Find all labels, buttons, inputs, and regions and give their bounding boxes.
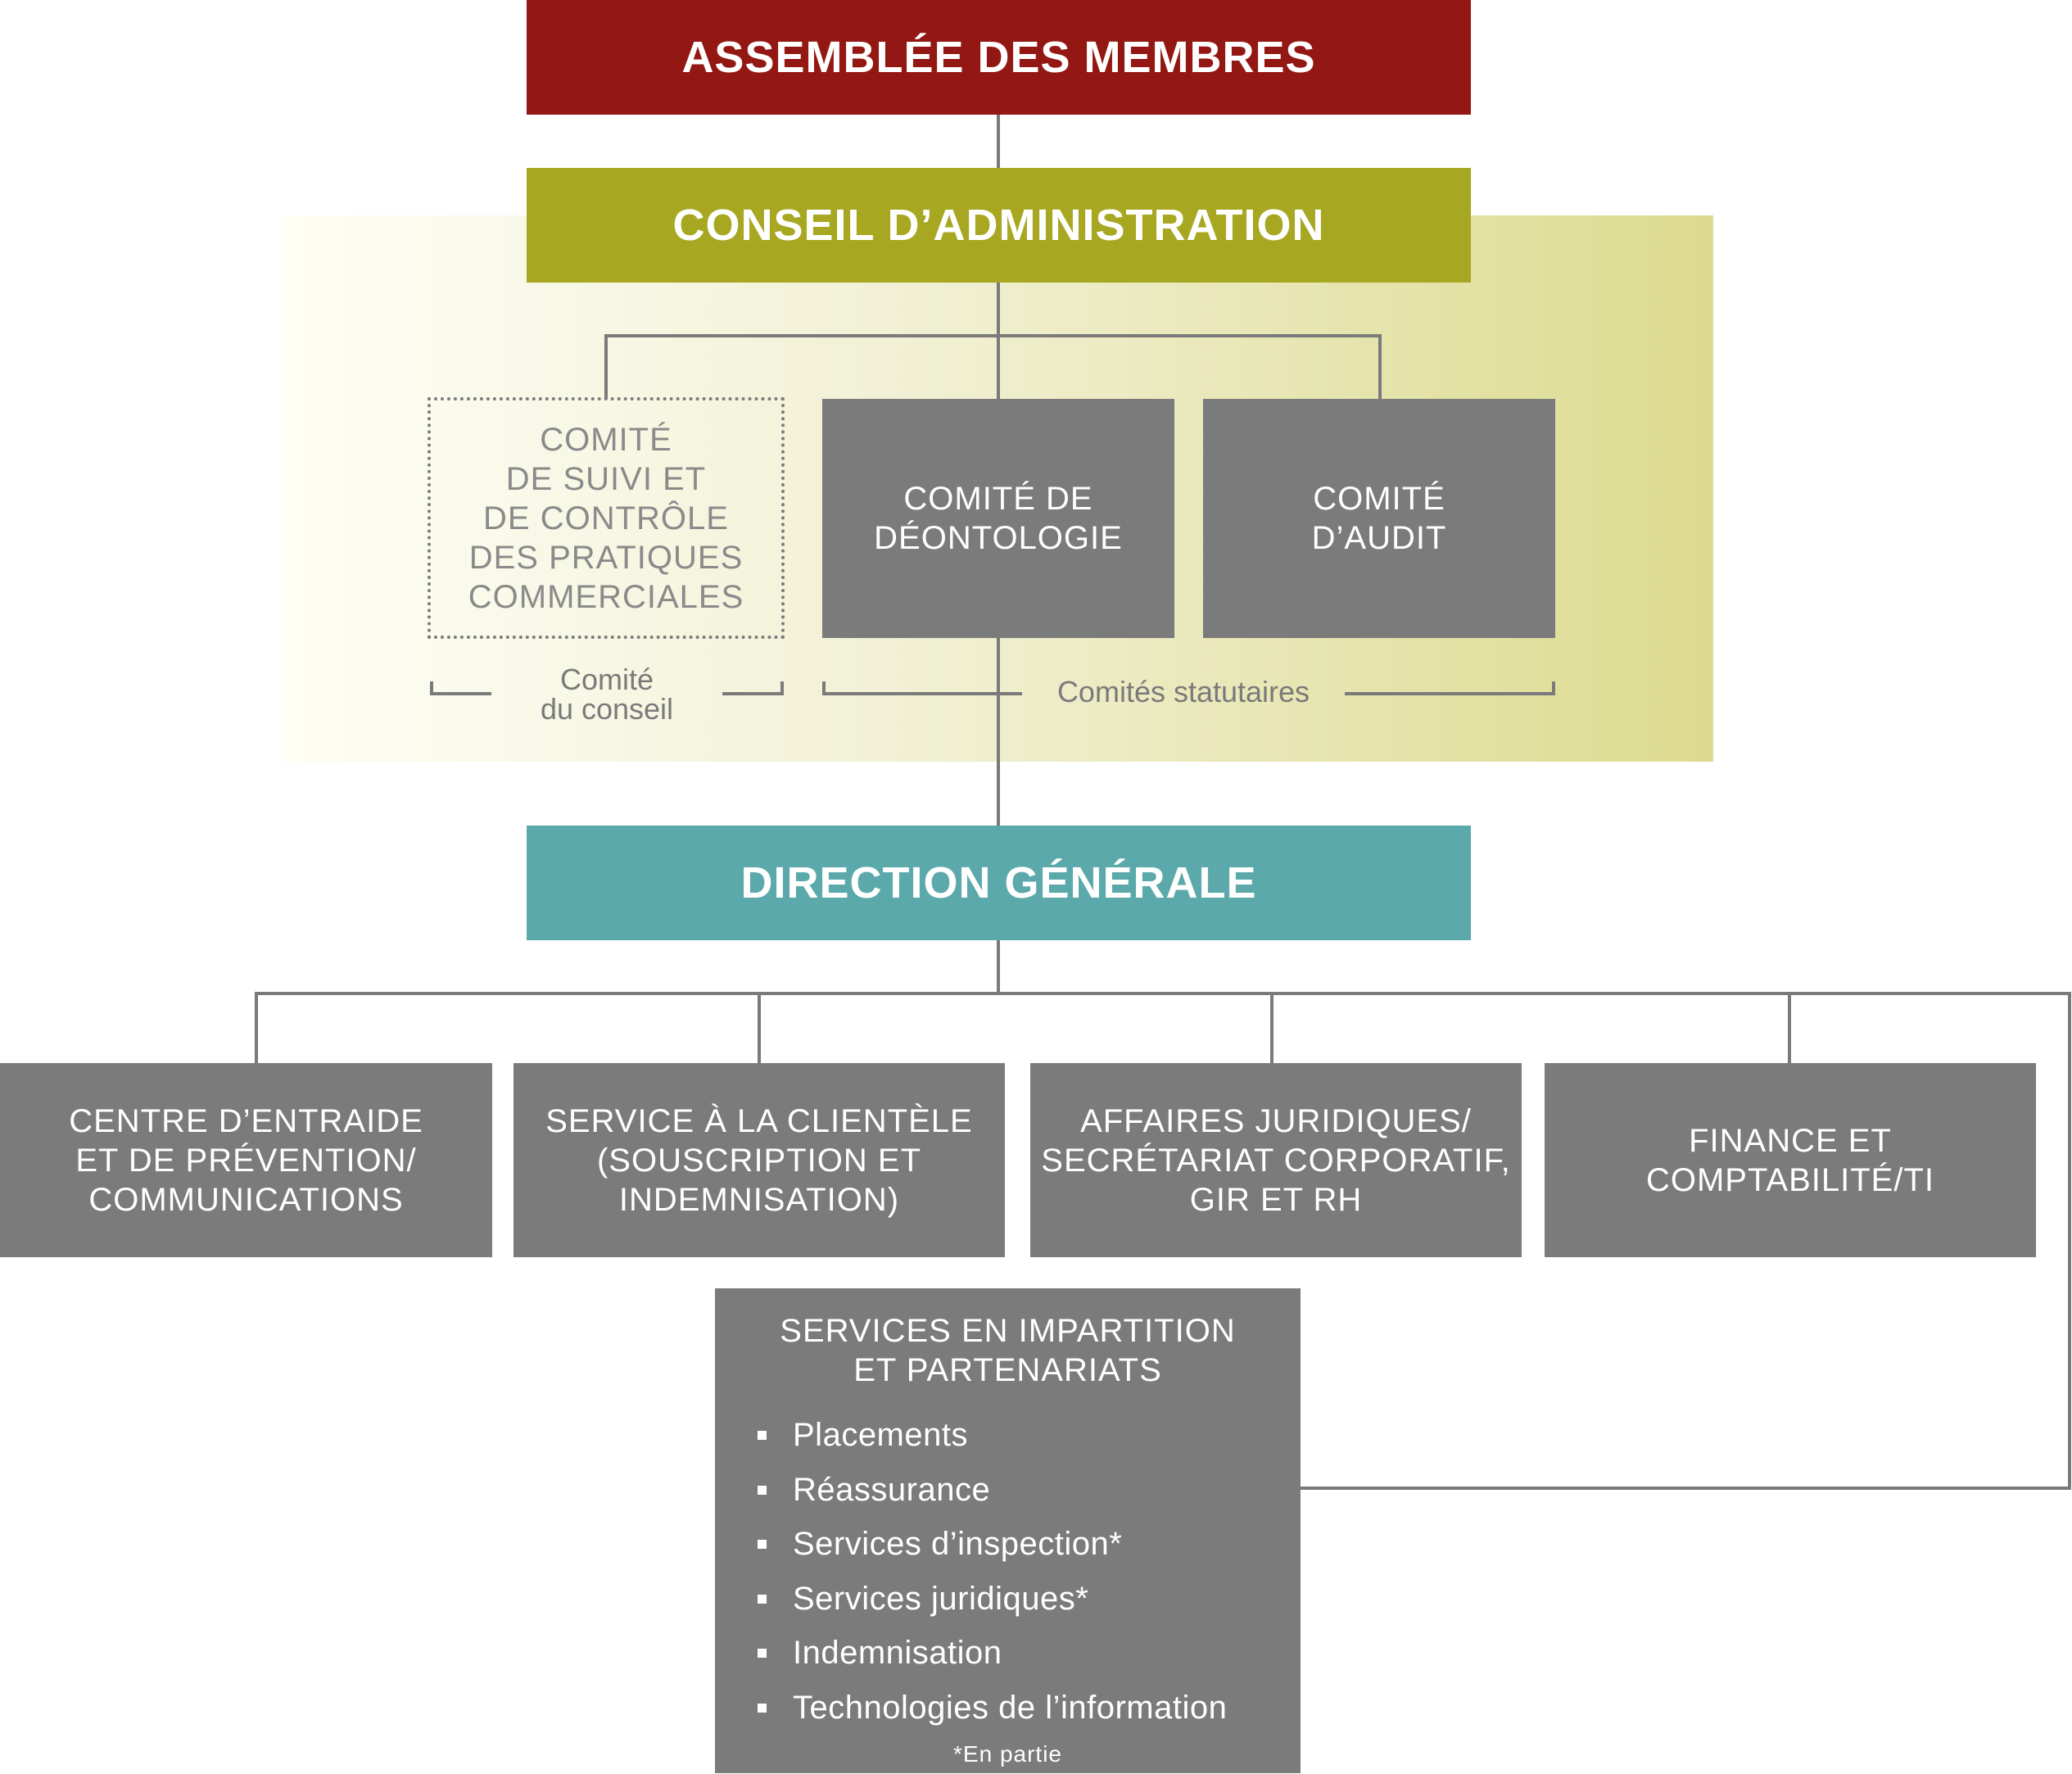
square-bullet-icon	[758, 1485, 767, 1495]
affaires-line: SECRÉTARIAT CORPORATIF,	[1041, 1142, 1511, 1179]
service-line: (SOUSCRIPTION ET	[596, 1142, 922, 1179]
direction-label: DIRECTION GÉNÉRALE	[740, 858, 1257, 907]
comite-deontologie-box: COMITÉ DE DÉONTOLOGIE	[822, 399, 1174, 638]
list-item: Services juridiques*	[715, 1572, 1301, 1627]
finance-line: FINANCE ET	[1689, 1122, 1892, 1159]
service-line: INDEMNISATION)	[618, 1181, 900, 1218]
affaires-line: AFFAIRES JURIDIQUES/	[1080, 1102, 1472, 1139]
square-bullet-icon	[758, 1649, 767, 1658]
footnote-en-partie: *En partie	[953, 1741, 1062, 1767]
centre-entraide-box: CENTRE D’ENTRAIDE ET DE PRÉVENTION/ COMM…	[0, 1063, 492, 1257]
square-bullet-icon	[758, 1431, 767, 1440]
affaires-line: GIR ET RH	[1189, 1181, 1363, 1218]
bracket-statutaires-right	[1345, 681, 1555, 695]
list-item: Technologies de l’information	[715, 1681, 1301, 1736]
comite-suivi-box: COMITÉ DE SUIVI ET DE CONTRÔLE DES PRATI…	[428, 397, 785, 639]
list-item: Placements	[715, 1408, 1301, 1463]
conseil-administration-box: CONSEIL D’ADMINISTRATION	[527, 168, 1471, 283]
service-clientele-box: SERVICE À LA CLIENTÈLE (SOUSCRIPTION ET …	[513, 1063, 1005, 1257]
comites-statutaires-label: Comités statutaires	[1022, 677, 1345, 707]
comite-suivi-line: COMITÉ	[540, 421, 672, 458]
impartition-list: Placements Réassurance Services d’inspec…	[715, 1408, 1301, 1735]
centre-line: ET DE PRÉVENTION/	[75, 1142, 417, 1179]
list-item-label: Services d’inspection*	[793, 1526, 1123, 1562]
conseil-label: CONSEIL D’ADMINISTRATION	[672, 201, 1325, 250]
comite-audit-line: D’AUDIT	[1311, 520, 1447, 556]
comite-audit-box: COMITÉ D’AUDIT	[1203, 399, 1555, 638]
service-line: SERVICE À LA CLIENTÈLE	[545, 1102, 973, 1139]
comite-suivi-line: DE CONTRÔLE	[483, 500, 729, 536]
list-item-label: Services juridiques*	[793, 1580, 1089, 1617]
impartition-title-line: ET PARTENARIATS	[853, 1352, 1162, 1388]
centre-line: CENTRE D’ENTRAIDE	[69, 1102, 423, 1139]
comite-suivi-line: COMMERCIALES	[468, 578, 744, 615]
assemblee-des-membres-box: ASSEMBLÉE DES MEMBRES	[527, 0, 1471, 115]
connector-committees	[604, 334, 1382, 399]
comite-suivi-line: DE SUIVI ET	[505, 460, 707, 497]
bracket-conseil-right	[722, 681, 784, 695]
direction-generale-box: DIRECTION GÉNÉRALE	[527, 826, 1471, 940]
square-bullet-icon	[758, 1540, 767, 1549]
list-item: Indemnisation	[715, 1626, 1301, 1681]
list-item-label: Technologies de l’information	[793, 1689, 1228, 1726]
comites-statutaires-text: Comités statutaires	[1056, 675, 1310, 708]
finance-comptabilite-box: FINANCE ET COMPTABILITÉ/TI	[1545, 1063, 2036, 1257]
comite-du-conseil-line: du conseil	[540, 692, 674, 726]
impartition-title-line: SERVICES EN IMPARTITION	[780, 1313, 1236, 1349]
connector-departments	[255, 992, 2071, 1490]
square-bullet-icon	[758, 1703, 767, 1713]
comite-audit-line: COMITÉ	[1313, 481, 1445, 517]
list-item-label: Réassurance	[793, 1471, 991, 1508]
finance-line: COMPTABILITÉ/TI	[1645, 1161, 1935, 1198]
comite-deontologie-line: COMITÉ DE	[903, 481, 1093, 517]
assemblee-label: ASSEMBLÉE DES MEMBRES	[681, 33, 1316, 82]
list-item-label: Placements	[793, 1417, 968, 1453]
comite-du-conseil-line: Comité	[559, 663, 654, 696]
comite-du-conseil-label: Comité du conseil	[491, 665, 722, 724]
services-impartition-box: SERVICES EN IMPARTITION ET PARTENARIATS …	[715, 1288, 1301, 1773]
comite-deontologie-line: DÉONTOLOGIE	[874, 520, 1123, 556]
centre-line: COMMUNICATIONS	[88, 1181, 404, 1218]
square-bullet-icon	[758, 1594, 767, 1604]
list-item: Services d’inspection*	[715, 1517, 1301, 1572]
list-item-label: Indemnisation	[793, 1635, 1002, 1671]
list-item: Réassurance	[715, 1463, 1301, 1518]
bracket-conseil-left	[430, 681, 491, 695]
affaires-juridiques-box: AFFAIRES JURIDIQUES/ SECRÉTARIAT CORPORA…	[1030, 1063, 1522, 1257]
comite-suivi-line: DES PRATIQUES	[468, 539, 744, 576]
bracket-statutaires-left	[822, 681, 1022, 695]
